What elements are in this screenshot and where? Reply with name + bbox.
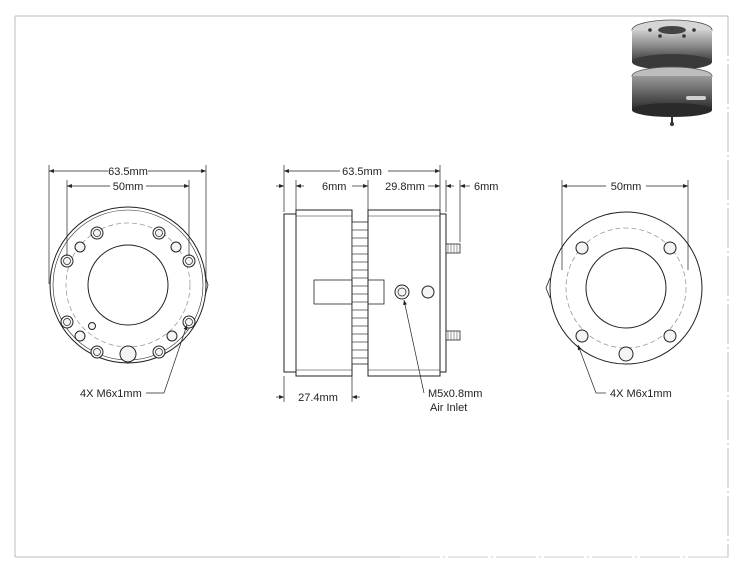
side-port-callout-line1: M5x0.8mm — [428, 388, 482, 400]
side-right-flange-dim: 6mm — [445, 180, 498, 242]
sheet-border — [14, 15, 729, 558]
side-bottom-dim-label: 27.4mm — [298, 392, 338, 404]
side-left-flange-dim-label: 6mm — [322, 181, 346, 193]
side-body-dim: 29.8mm — [352, 180, 440, 212]
front-bolt-circle-dim-label: 50mm — [113, 181, 144, 193]
front-outer-dim: 63.5mm — [48, 165, 207, 284]
side-left-flange-dim: 6mm — [276, 180, 346, 212]
front-view — [49, 206, 209, 364]
back-bolt-circle-dim-label: 50mm — [611, 181, 642, 193]
side-overall-dim-label: 63.5mm — [342, 166, 382, 178]
front-hole-callout-label: 4X M6x1mm — [80, 388, 142, 400]
side-overall-dim: 63.5mm — [283, 165, 441, 212]
front-outer-dim-label: 63.5mm — [108, 166, 148, 178]
side-body-dim-label: 29.8mm — [385, 181, 425, 193]
bellows — [351, 221, 369, 365]
front-hole-callout: 4X M6x1mm — [80, 324, 188, 400]
isometric-coupling-render — [631, 19, 713, 126]
back-hole-callout: 4X M6x1mm — [577, 344, 672, 400]
side-port-callout: M5x0.8mm Air Inlet — [403, 299, 482, 414]
side-bottom-dim: 27.4mm — [276, 376, 360, 404]
side-port-callout-line2: Air Inlet — [430, 402, 467, 414]
back-view — [545, 211, 703, 365]
front-bolt-circle-dim: 50mm — [66, 180, 190, 256]
back-hole-callout-label: 4X M6x1mm — [610, 388, 672, 400]
side-right-flange-dim-label: 6mm — [474, 181, 498, 193]
side-view — [283, 209, 461, 377]
back-bolt-circle-dim: 50mm — [561, 180, 689, 270]
